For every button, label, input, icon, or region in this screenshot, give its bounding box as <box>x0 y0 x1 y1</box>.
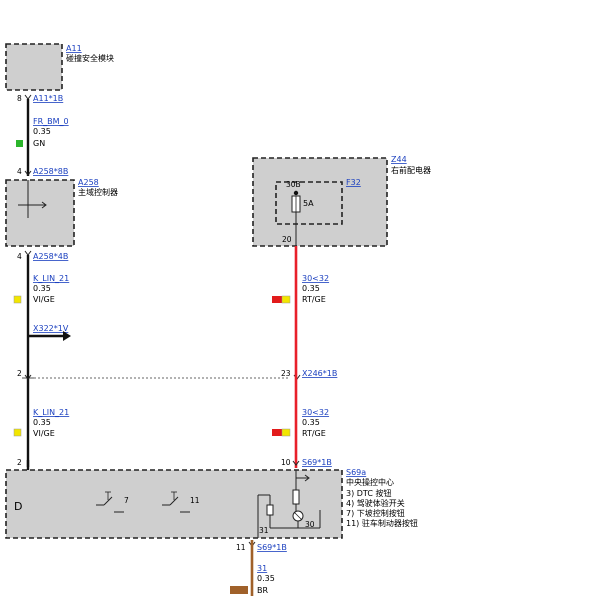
x246-pin-right: 23 <box>281 369 291 378</box>
fr-bm-color: GN <box>33 139 45 148</box>
a258-pin-bottom: 4 <box>17 252 22 261</box>
k-lin-bottom-color: VI/GE <box>33 429 55 438</box>
a258-module-box <box>5 179 75 247</box>
s69a-name: 中央操控中心 <box>346 477 394 487</box>
swatch-yellow-r-bottom <box>281 428 291 437</box>
fuse-node <box>293 190 299 196</box>
a258-name: 主域控制器 <box>78 187 118 197</box>
r30-bottom-color: RT/GE <box>302 429 326 438</box>
f32-fuse-box <box>275 181 343 225</box>
swatch-red-bottom <box>272 429 282 436</box>
s69a-id[interactable]: S69a <box>346 468 366 477</box>
k-lin-bottom-name[interactable]: K_LIN_21 <box>33 408 69 417</box>
a11-module-box <box>5 43 63 91</box>
s69a-connector-bottom[interactable]: S69*1B <box>257 543 287 552</box>
r30-bottom-size: 0.35 <box>302 418 320 427</box>
s69a-pin-top: 10 <box>281 458 291 467</box>
z44-id[interactable]: Z44 <box>391 155 407 164</box>
switch-11-icon <box>162 491 190 513</box>
s69a-pin-bottom: 11 <box>236 543 246 552</box>
a258-id[interactable]: A258 <box>78 178 99 187</box>
swatch-yellow-top <box>13 295 22 304</box>
internal-31-label: 31 <box>259 526 269 535</box>
x246-left-marker <box>24 374 32 380</box>
s69a-func-4: 4) 驾驶体验开关 <box>346 498 405 508</box>
ground-size: 0.35 <box>257 574 275 583</box>
s69a-func-11: 11) 驻车制动器按钮 <box>346 518 418 528</box>
s69a-func-7: 7) 下坡控制按钮 <box>346 508 405 518</box>
fr-bm-size: 0.35 <box>33 127 51 136</box>
z44-name: 右前配电器 <box>391 165 431 175</box>
x246-connector[interactable]: X246*1B <box>302 369 337 378</box>
switch-11-label: 11 <box>190 496 200 505</box>
z44-pin-out: 20 <box>282 235 292 244</box>
k-lin-top-color: VI/GE <box>33 295 55 304</box>
r30-top-name[interactable]: 30<32 <box>302 274 329 283</box>
s69a-pin-left: 2 <box>17 458 22 467</box>
r30-top-size: 0.35 <box>302 284 320 293</box>
f32-id[interactable]: F32 <box>346 178 361 187</box>
s69a-connector-top[interactable]: S69*1B <box>302 458 332 467</box>
k-lin-top-name[interactable]: K_LIN_21 <box>33 274 69 283</box>
a258-pin-top: 4 <box>17 167 22 176</box>
k-lin-bottom-size: 0.35 <box>33 418 51 427</box>
a258-conn-top[interactable]: A258*8B <box>33 167 68 176</box>
z44-box <box>252 157 388 247</box>
swatch-brown <box>230 586 248 594</box>
a258-conn-bottom[interactable]: A258*4B <box>33 252 68 261</box>
s69a-internal-circuit <box>257 470 321 538</box>
s69a-func-3: 3) DTC 按钮 <box>346 488 391 498</box>
a11-id[interactable]: A11 <box>66 44 82 53</box>
x322-arrow-icon <box>63 331 71 341</box>
a11-pin-marker <box>24 94 32 100</box>
internal-30-label: 30 <box>305 520 315 529</box>
r30-bottom-name[interactable]: 30<32 <box>302 408 329 417</box>
x246-pin-left: 2 <box>17 369 22 378</box>
swatch-red-top <box>272 296 282 303</box>
fuse-pin: 30B <box>286 180 301 189</box>
ground-color: BR <box>257 586 268 595</box>
switch-7-icon <box>96 491 124 513</box>
ground-name[interactable]: 31 <box>257 564 267 573</box>
a11-name: 碰撞安全模块 <box>66 53 114 63</box>
a258-pin-top-marker <box>24 170 32 176</box>
a11-pin: 8 <box>17 94 22 103</box>
a11-connector[interactable]: A11*1B <box>33 94 63 103</box>
s69a-left-symbol: D <box>14 500 22 513</box>
k-lin-top-size: 0.35 <box>33 284 51 293</box>
a258-pin-bottom-marker <box>24 250 32 256</box>
fr-bm-name[interactable]: FR_BM_0 <box>33 117 69 126</box>
fuse-rating: 5A <box>303 199 314 208</box>
x322-connector[interactable]: X322*1V <box>33 324 69 333</box>
a258-arrow-head <box>41 201 47 209</box>
swatch-yellow-bottom <box>13 428 22 437</box>
r30-top-color: RT/GE <box>302 295 326 304</box>
swatch-green <box>16 140 23 147</box>
s69a-box <box>5 469 343 539</box>
swatch-yellow-r-top <box>281 295 291 304</box>
switch-7-label: 7 <box>124 496 129 505</box>
s69a-pin-top-marker <box>292 460 300 466</box>
